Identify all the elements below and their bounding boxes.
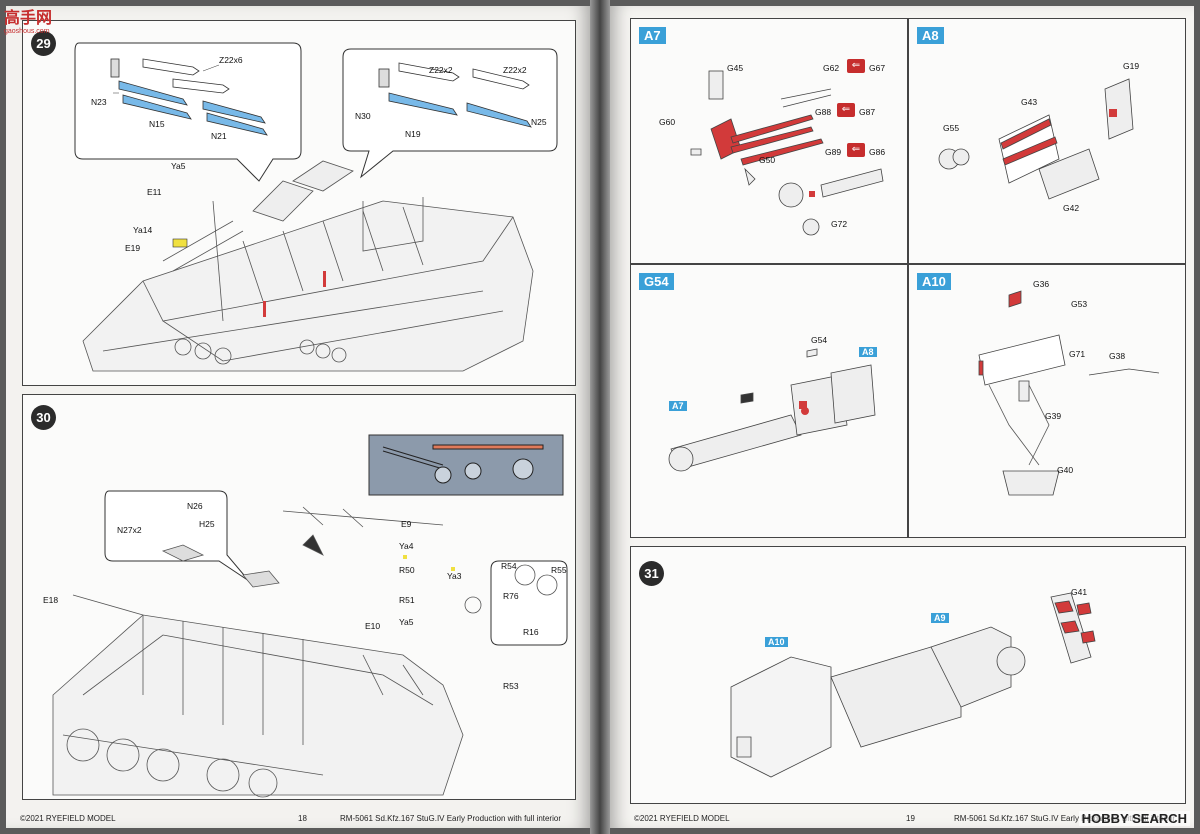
part-label: Ya4 [399,541,414,551]
watermark-logo-text: 高手网 [4,10,53,27]
part-label: N23 [91,97,107,107]
part-label: Ya3 [447,571,462,581]
part-label: N25 [531,117,547,127]
part-label: G67 [869,63,886,73]
part-label: Ya5 [171,161,186,171]
part-label: G54 [811,335,828,345]
part-label: N15 [149,119,165,129]
part-label: G45 [727,63,744,73]
tag-A8: A8 [917,27,944,44]
part-label: G55 [943,123,960,133]
part-label: E10 [365,621,381,631]
tag-A7: A7 [639,27,666,44]
right-page: A7 G45 G62 ⇐ G67 G60 G88 ⇐ G87 G50 G89 ⇐… [610,6,1194,828]
part-label: N19 [405,129,421,139]
step-30-panel: 30 N26 N27x2 H25 E9 Ya4 Ya3 R50 R54 R55 … [22,394,576,800]
part-label: E11 [147,187,162,197]
step-31-number: 31 [639,561,664,586]
part-label: N30 [355,111,371,121]
part-label: G36 [1033,279,1050,289]
part-label: N27x2 [117,525,142,535]
part-label: Z22x6 [219,55,243,65]
part-label: H25 [199,519,215,529]
part-label: G60 [659,117,676,127]
part-label: E9 [401,519,412,529]
sub-assembly-A7-panel: A7 G45 G62 ⇐ G67 G60 G88 ⇐ G87 G50 G89 ⇐… [630,18,908,264]
part-label: R55 [551,565,567,575]
part-label: G19 [1123,61,1140,71]
ref-tag-A8: A8 [859,347,877,357]
book-gutter [590,0,610,834]
hobby-search-watermark: HOBBY SEARCH [1078,811,1190,826]
part-label: R50 [399,565,415,575]
part-label: G72 [831,219,848,229]
part-label: Ya14 [133,225,153,235]
part-label: G71 [1069,349,1086,359]
tag-A10: A10 [917,273,951,290]
part-label: E19 [125,243,141,253]
part-label: G86 [869,147,886,157]
part-label: Z22x2 [503,65,527,75]
step-29-drawing [74,42,558,372]
watermark-url: gaoshous.com [4,28,50,35]
part-label: G87 [859,107,876,117]
step-30-drawing [52,434,568,798]
part-label: N26 [187,501,203,511]
part-label: Ya5 [399,617,414,627]
sub-assembly-A8-panel: A8 G19 G43 G55 G42 [908,18,1186,264]
part-label: R51 [399,595,415,605]
part-label: G53 [1071,299,1088,309]
part-label: G62 [823,63,840,73]
step-29-number: 29 [31,31,56,56]
part-label: G43 [1021,97,1038,107]
part-label: R54 [501,561,517,571]
right-footer-title: RM-5061 Sd.Kfz.167 StuG.IV Early Product… [954,814,1175,823]
part-label: G40 [1057,465,1074,475]
step-31-panel: 31 G41 A9 A10 [630,546,1186,804]
sub-assembly-A9-panel: A8 G54 G54 A8 A7 [630,264,908,538]
ref-tag-A7: A7 [669,401,687,411]
left-page: 29 Z22x6 N23 N15 N21 Z22x2 Z22x2 N30 N19… [6,6,590,828]
part-label: G39 [1045,411,1062,421]
sub-assembly-A10-panel: A10 G36 G53 G71 G38 G39 G40 [908,264,1186,538]
part-label: G88 [815,107,832,117]
right-footer-copyright: ©2021 RYEFIELD MODEL [634,814,730,823]
part-label: N21 [211,131,227,141]
left-footer-copyright: ©2021 RYEFIELD MODEL [20,814,116,823]
step-30-number: 30 [31,405,56,430]
step-29-panel: 29 Z22x6 N23 N15 N21 Z22x2 Z22x2 N30 N19… [22,20,576,386]
watermark-logo: 高手网 gaoshous.com [4,4,52,35]
part-label: G89 [825,147,842,157]
part-label: G50 [759,155,776,165]
part-label: G42 [1063,203,1080,213]
part-label: G41 [1071,587,1088,597]
tag-A9-title: G54 [639,273,674,290]
ref-tag-A10: A10 [765,637,788,647]
part-label: R53 [503,681,519,691]
left-footer-page: 18 [298,814,307,823]
left-footer-title: RM-5061 Sd.Kfz.167 StuG.IV Early Product… [340,814,561,823]
right-footer-page: 19 [906,814,915,823]
part-label: G38 [1109,351,1126,361]
replace-icon: ⇐ [847,59,865,73]
part-label: E18 [43,595,59,605]
replace-icon: ⇐ [847,143,865,157]
part-label: R76 [503,591,519,601]
replace-icon: ⇐ [837,103,855,117]
part-label: Z22x2 [429,65,453,75]
ref-tag-A9: A9 [931,613,949,623]
part-label: R16 [523,627,539,637]
